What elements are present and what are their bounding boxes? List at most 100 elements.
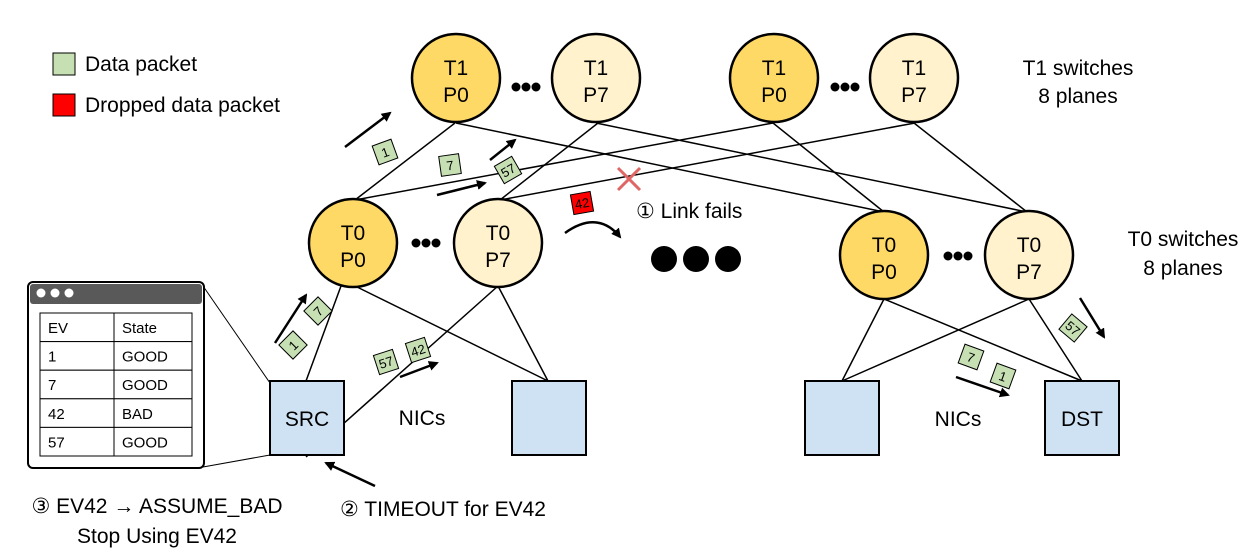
- link-line: [354, 122, 456, 201]
- timeout-label: ② TIMEOUT for EV42: [340, 498, 546, 521]
- switch-plane-label: P7: [1016, 261, 1042, 284]
- data-packet: 57: [493, 155, 523, 185]
- table-cell: [39, 341, 115, 371]
- link-line: [841, 298, 1030, 382]
- link-line: [841, 298, 885, 382]
- ellipsis-dot: [715, 246, 741, 272]
- link-line: [354, 285, 549, 382]
- legend-data-label: Data packet: [85, 53, 197, 76]
- switch-circle: [410, 32, 502, 124]
- switch-tier-label: T0: [341, 222, 366, 245]
- table-cell-text: 1: [48, 349, 56, 366]
- packet-id: 42: [574, 195, 591, 212]
- ellipsis-dot: [521, 82, 531, 92]
- ellipsis-dot: [421, 238, 431, 248]
- ellipsis-dot: [953, 251, 963, 261]
- nic-box: SRC: [269, 380, 345, 456]
- t0-group-label: T0 switches: [1128, 228, 1239, 251]
- switch-plane-label: P7: [583, 84, 609, 107]
- ellipsis-dot: [651, 246, 677, 272]
- arrow: [1078, 297, 1106, 339]
- data-packet: 1: [989, 362, 1017, 390]
- link-line: [772, 122, 885, 213]
- link-line: [305, 285, 342, 382]
- data-packet: 7: [303, 296, 333, 326]
- data-packet: 7: [957, 343, 985, 371]
- nic-label: DST: [1061, 408, 1103, 431]
- switch-circle: [550, 32, 642, 124]
- switch-tier-label: T1: [902, 57, 927, 80]
- link-line: [499, 122, 916, 201]
- arrow: [399, 361, 439, 379]
- table-cell: [113, 312, 193, 343]
- switch-tier-label: T0: [486, 222, 511, 245]
- switch-tier-label: T1: [444, 57, 469, 80]
- window-dot-icon: [50, 288, 60, 298]
- switch-circle: [452, 197, 544, 289]
- legend-data-swatch: [52, 52, 76, 76]
- switch-tier-label: T0: [1017, 234, 1042, 257]
- window-dot-icon: [36, 288, 46, 298]
- ellipsis-dot: [683, 246, 709, 272]
- window-dot-icon: [64, 288, 74, 298]
- packet-id: 57: [377, 353, 395, 372]
- dropped-packet: 42: [569, 190, 595, 216]
- link-line: [455, 122, 885, 213]
- packet-id: 42: [409, 341, 427, 360]
- switch-circle: [868, 32, 960, 124]
- dropped-curve-arrow: [564, 221, 622, 239]
- table-cell: [39, 369, 115, 400]
- arrow: [955, 375, 1010, 398]
- switch-tier-label: T1: [762, 57, 787, 80]
- packet-id: 1: [379, 144, 391, 161]
- table-header: State: [122, 320, 157, 337]
- packet-id: 57: [498, 160, 518, 180]
- window-titlebar: [30, 284, 202, 304]
- assume-bad-label: ③ EV42 → ASSUME_BAD: [31, 495, 282, 518]
- switch-circle: [983, 209, 1075, 301]
- links: [305, 122, 1083, 458]
- nics-label-right: NICs: [935, 408, 982, 431]
- data-packet: 1: [278, 330, 308, 360]
- packet-arrows: [273, 111, 1106, 488]
- switch-circle: [838, 209, 930, 301]
- ellipsis-dot: [411, 238, 421, 248]
- table-cell-text: GOOD: [122, 434, 168, 451]
- link-line: [1028, 298, 1083, 382]
- switch-circle: [307, 197, 399, 289]
- nics: SRC DST: [269, 380, 1120, 456]
- nic-box: [804, 380, 880, 456]
- ellipsis-dot: [963, 251, 973, 261]
- table-cell-text: 57: [48, 434, 65, 451]
- table-cell-text: GOOD: [122, 349, 168, 366]
- link-line: [354, 122, 774, 201]
- data-packet: 1: [371, 138, 399, 166]
- ellipsis-dot: [431, 238, 441, 248]
- nic-label: SRC: [285, 408, 329, 431]
- switch-plane-label: P0: [443, 84, 469, 107]
- table-cell-text: BAD: [122, 406, 153, 423]
- ellipsis-dot: [830, 82, 840, 92]
- link-line: [497, 285, 549, 382]
- table-cell: [113, 369, 193, 400]
- switch-tier-label: T1: [584, 57, 609, 80]
- ellipsis-dot: [511, 82, 521, 92]
- data-packet: 57: [372, 348, 400, 376]
- nics-label-left: NICs: [399, 407, 446, 430]
- switch-plane-label: P7: [901, 84, 927, 107]
- packet-id: 1: [997, 368, 1009, 385]
- legend-dropped-label: Dropped data packet: [85, 94, 280, 117]
- table-cell-text: 42: [48, 406, 65, 423]
- switch-circle: [728, 32, 820, 124]
- ellipsis-dot: [943, 251, 953, 261]
